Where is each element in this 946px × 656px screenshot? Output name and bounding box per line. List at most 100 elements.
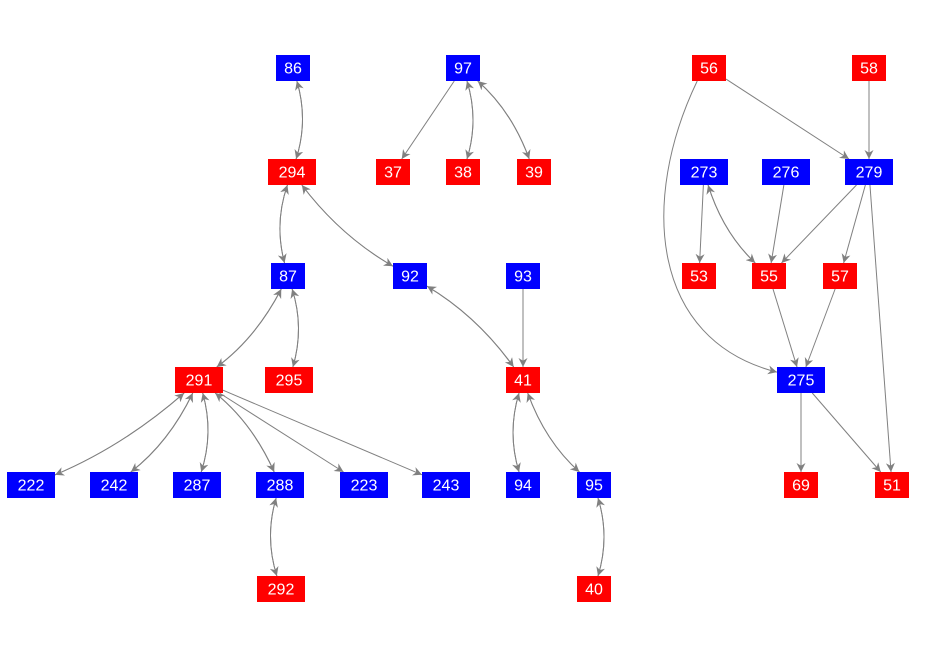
node-69[interactable]: 69 [784,472,818,498]
node-box [173,472,221,498]
node-label: 242 [101,478,128,495]
node-291[interactable]: 291 [175,367,223,393]
node-223[interactable]: 223 [340,472,388,498]
node-label: 222 [18,478,45,495]
node-box [376,159,410,185]
node-box [175,367,223,393]
node-box [446,55,480,81]
node-55[interactable]: 55 [752,263,786,289]
node-58[interactable]: 58 [852,55,886,81]
node-box [823,263,857,289]
node-label: 275 [788,373,815,390]
node-242[interactable]: 242 [90,472,138,498]
node-295[interactable]: 295 [265,367,313,393]
node-273[interactable]: 273 [680,159,728,185]
node-box [393,263,427,289]
edge-87-to-294 [279,184,289,264]
edge-57-to-275 [804,288,836,368]
node-92[interactable]: 92 [393,263,427,289]
edge-294-to-86 [295,80,304,160]
node-box [90,472,138,498]
node-93[interactable]: 93 [506,263,540,289]
node-294[interactable]: 294 [268,159,316,185]
node-box [784,472,818,498]
node-label: 53 [690,269,708,286]
node-label: 55 [760,269,778,286]
node-box [577,472,611,498]
node-94[interactable]: 94 [506,472,540,498]
nodes-layer: 86 97 56 58 294 37 38 39 273 276 279 87 92 93 53 55 57 29… [7,55,909,602]
edge-291-to-87 [216,288,282,368]
node-box [577,576,611,602]
node-label: 276 [773,165,800,182]
edge-287-to-291 [200,392,210,473]
edge-87-to-291 [216,288,282,368]
node-97[interactable]: 97 [446,55,480,81]
node-39[interactable]: 39 [517,159,551,185]
edge-41-to-92 [426,285,515,368]
node-label: 94 [514,478,532,495]
edge-97-to-39 [477,80,531,160]
node-279[interactable]: 279 [845,159,893,185]
node-box [852,55,886,81]
edge-55-to-275 [772,288,799,368]
node-label: 292 [268,582,295,599]
node-41[interactable]: 41 [506,367,540,393]
node-box [506,472,540,498]
node-label: 95 [585,478,603,495]
node-label: 291 [186,373,213,390]
edge-41-to-95 [527,392,580,473]
node-label: 58 [860,61,878,78]
node-box [268,159,316,185]
edge-38-to-97 [465,80,474,160]
edge-295-to-87 [290,288,300,368]
edge-39-to-97 [477,80,530,160]
node-label: 87 [279,269,297,286]
node-box [517,159,551,185]
node-86[interactable]: 86 [276,55,310,81]
node-box [340,472,388,498]
node-label: 295 [276,373,303,390]
node-box [762,159,810,185]
node-box [7,472,55,498]
node-box [506,367,540,393]
node-53[interactable]: 53 [682,263,716,289]
edge-95-to-41 [526,392,580,473]
edge-97-to-37 [401,80,455,160]
node-276[interactable]: 276 [762,159,810,185]
node-37[interactable]: 37 [376,159,410,185]
node-287[interactable]: 287 [173,472,221,498]
node-87[interactable]: 87 [271,263,305,289]
edge-291-to-222 [54,392,185,476]
node-box [682,263,716,289]
node-label: 40 [585,582,603,599]
node-label: 288 [267,478,294,495]
node-51[interactable]: 51 [875,472,909,498]
edge-275-to-51 [811,392,882,473]
node-222[interactable]: 222 [7,472,55,498]
edge-291-to-223 [219,392,344,473]
node-label: 97 [454,61,472,78]
node-box [752,263,786,289]
node-label: 41 [514,373,532,390]
node-292[interactable]: 292 [257,576,305,602]
node-label: 294 [279,165,306,182]
edge-56-to-275 [663,80,778,375]
node-box [257,576,305,602]
edge-279-to-55 [781,184,857,264]
node-label: 92 [401,269,419,286]
node-40[interactable]: 40 [577,576,611,602]
node-label: 37 [384,165,402,182]
node-243[interactable]: 243 [422,472,470,498]
node-box [446,159,480,185]
node-95[interactable]: 95 [577,472,611,498]
node-label: 38 [454,165,472,182]
node-label: 93 [514,269,532,286]
node-57[interactable]: 57 [823,263,857,289]
node-56[interactable]: 56 [692,55,726,81]
node-38[interactable]: 38 [446,159,480,185]
node-box [692,55,726,81]
node-288[interactable]: 288 [256,472,304,498]
node-275[interactable]: 275 [777,367,825,393]
edge-273-to-53 [695,184,705,264]
